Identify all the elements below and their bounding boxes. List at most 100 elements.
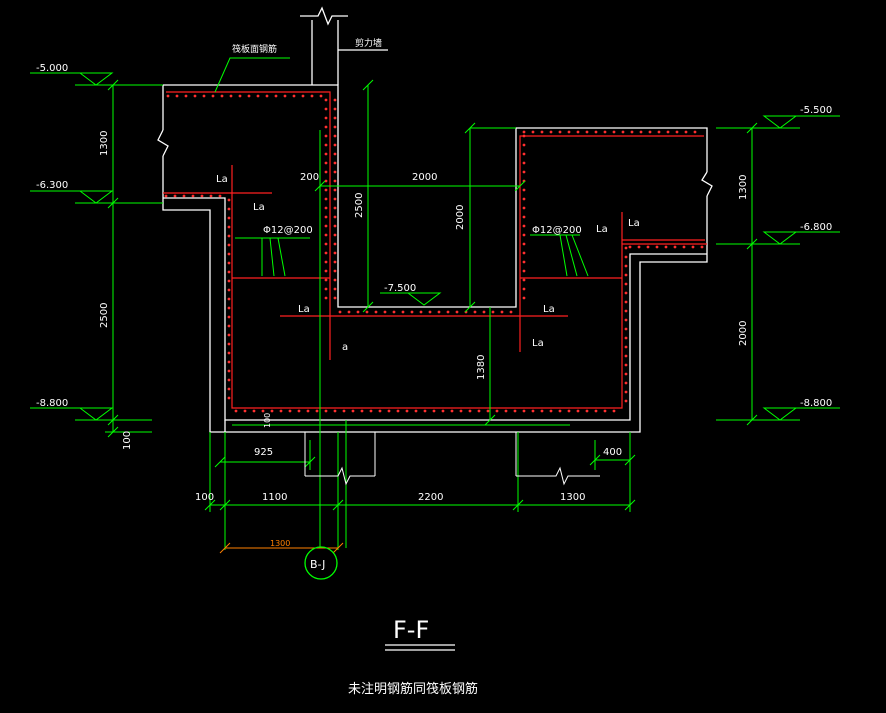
rebar-dot (585, 130, 589, 134)
rebar-dot (522, 242, 526, 246)
rebar-dot (522, 278, 526, 282)
rebar-dot (324, 224, 328, 228)
rebar-dot (567, 409, 571, 413)
rebar-dot (522, 269, 526, 273)
rebar-dot (495, 409, 499, 413)
la-label-6: La (596, 224, 608, 235)
bottom-break-lines (304, 432, 600, 486)
rebar-dot (700, 245, 704, 249)
rebar-dot (227, 270, 231, 274)
dim-1300-left: 1300 (99, 131, 110, 156)
rebar-dot (347, 310, 351, 314)
rebar-dot (227, 342, 231, 346)
rebar-dot (446, 310, 450, 314)
rebar-dot (324, 188, 328, 192)
dim-2000-mid: 2000 (455, 205, 466, 230)
rebar-dot (624, 399, 628, 403)
right-slab-top (163, 84, 708, 308)
rebar-dot (200, 194, 204, 198)
title-underline (385, 644, 455, 651)
rebar-dot (227, 378, 231, 382)
rebar-dot (576, 409, 580, 413)
rebar-dot (401, 310, 405, 314)
rebar-dot (173, 194, 177, 198)
dim-1300-right: 1300 (738, 175, 749, 200)
elev-e2: -6.300 (36, 180, 68, 191)
rebar-dot (227, 369, 231, 373)
dim-1100: 1100 (262, 492, 287, 503)
rebar-dot (243, 409, 247, 413)
rebar-dot (324, 287, 328, 291)
rebar-top-left (166, 91, 331, 300)
dim-2500-mid: 2500 (354, 193, 365, 218)
dim-400: 400 (603, 447, 622, 458)
rebar-dot (166, 94, 170, 98)
rebar-dot (227, 306, 231, 310)
footer-note: 未注明钢筋同筏板钢筋 (348, 681, 478, 697)
left-slab-break (157, 129, 169, 157)
rebar-dot (182, 194, 186, 198)
rebar-dot (227, 207, 231, 211)
rebar-dot (624, 246, 628, 250)
rebar-dot (324, 161, 328, 165)
rebar-dot (522, 130, 526, 134)
pit-inner (163, 197, 707, 421)
rebar-dot (414, 409, 418, 413)
right-slab-break (701, 171, 713, 197)
rebar-dot (324, 269, 328, 273)
rebar-dot (522, 287, 526, 291)
rebar-dot (227, 297, 231, 301)
rebar-dot (229, 94, 233, 98)
rebar-dot (396, 409, 400, 413)
rebar-dot (624, 309, 628, 313)
elevation-marks (30, 72, 840, 421)
rebar-dot (193, 94, 197, 98)
rebar-dot (227, 387, 231, 391)
rebar-dot (274, 94, 278, 98)
rebar-dot (333, 197, 337, 201)
rebar-dot (419, 310, 423, 314)
dim-100-bottom: 100 (195, 492, 214, 503)
rebar-dot (549, 409, 553, 413)
rebar-dot (220, 94, 224, 98)
dim-2000-top: 2000 (412, 172, 437, 183)
rebar-dot (624, 264, 628, 268)
rebar-dot (227, 333, 231, 337)
rebar-dot (576, 130, 580, 134)
rebar-dot (558, 130, 562, 134)
rebar-dot (482, 310, 486, 314)
rebar-dot (657, 130, 661, 134)
dim-2200: 2200 (418, 492, 443, 503)
rebar-dot (637, 245, 641, 249)
dim-2000-right: 2000 (738, 321, 749, 346)
rebar-dot (175, 94, 179, 98)
rebar-dot (624, 345, 628, 349)
rebar-dot (549, 130, 553, 134)
rebar-dot (324, 242, 328, 246)
rebar-right-top (519, 135, 704, 300)
dim-2500-left: 2500 (99, 303, 110, 328)
rebar-dot (324, 260, 328, 264)
rebar-dot (473, 310, 477, 314)
elev-e1: -5.000 (36, 63, 68, 74)
rebar-dot (227, 261, 231, 265)
rebar-dot (624, 282, 628, 286)
rebar-dot (319, 94, 323, 98)
rebar-dot (333, 143, 337, 147)
la-label-7: La (628, 218, 640, 229)
rebar-dot (256, 94, 260, 98)
rebar-dot (333, 215, 337, 219)
rebar-dot (459, 409, 463, 413)
rebar-dot (333, 116, 337, 120)
structure-outline (157, 6, 713, 433)
rebar-dot (227, 225, 231, 229)
rebar-dot (522, 251, 526, 255)
rebar-dot (270, 409, 274, 413)
rebar-dot (504, 409, 508, 413)
rebar-dot (324, 296, 328, 300)
left-slab-outline-2 (162, 156, 708, 433)
dim-200: 200 (300, 172, 319, 183)
dim-100-left: 100 (122, 431, 133, 450)
rebar-dot (238, 94, 242, 98)
rebar-dot (227, 351, 231, 355)
